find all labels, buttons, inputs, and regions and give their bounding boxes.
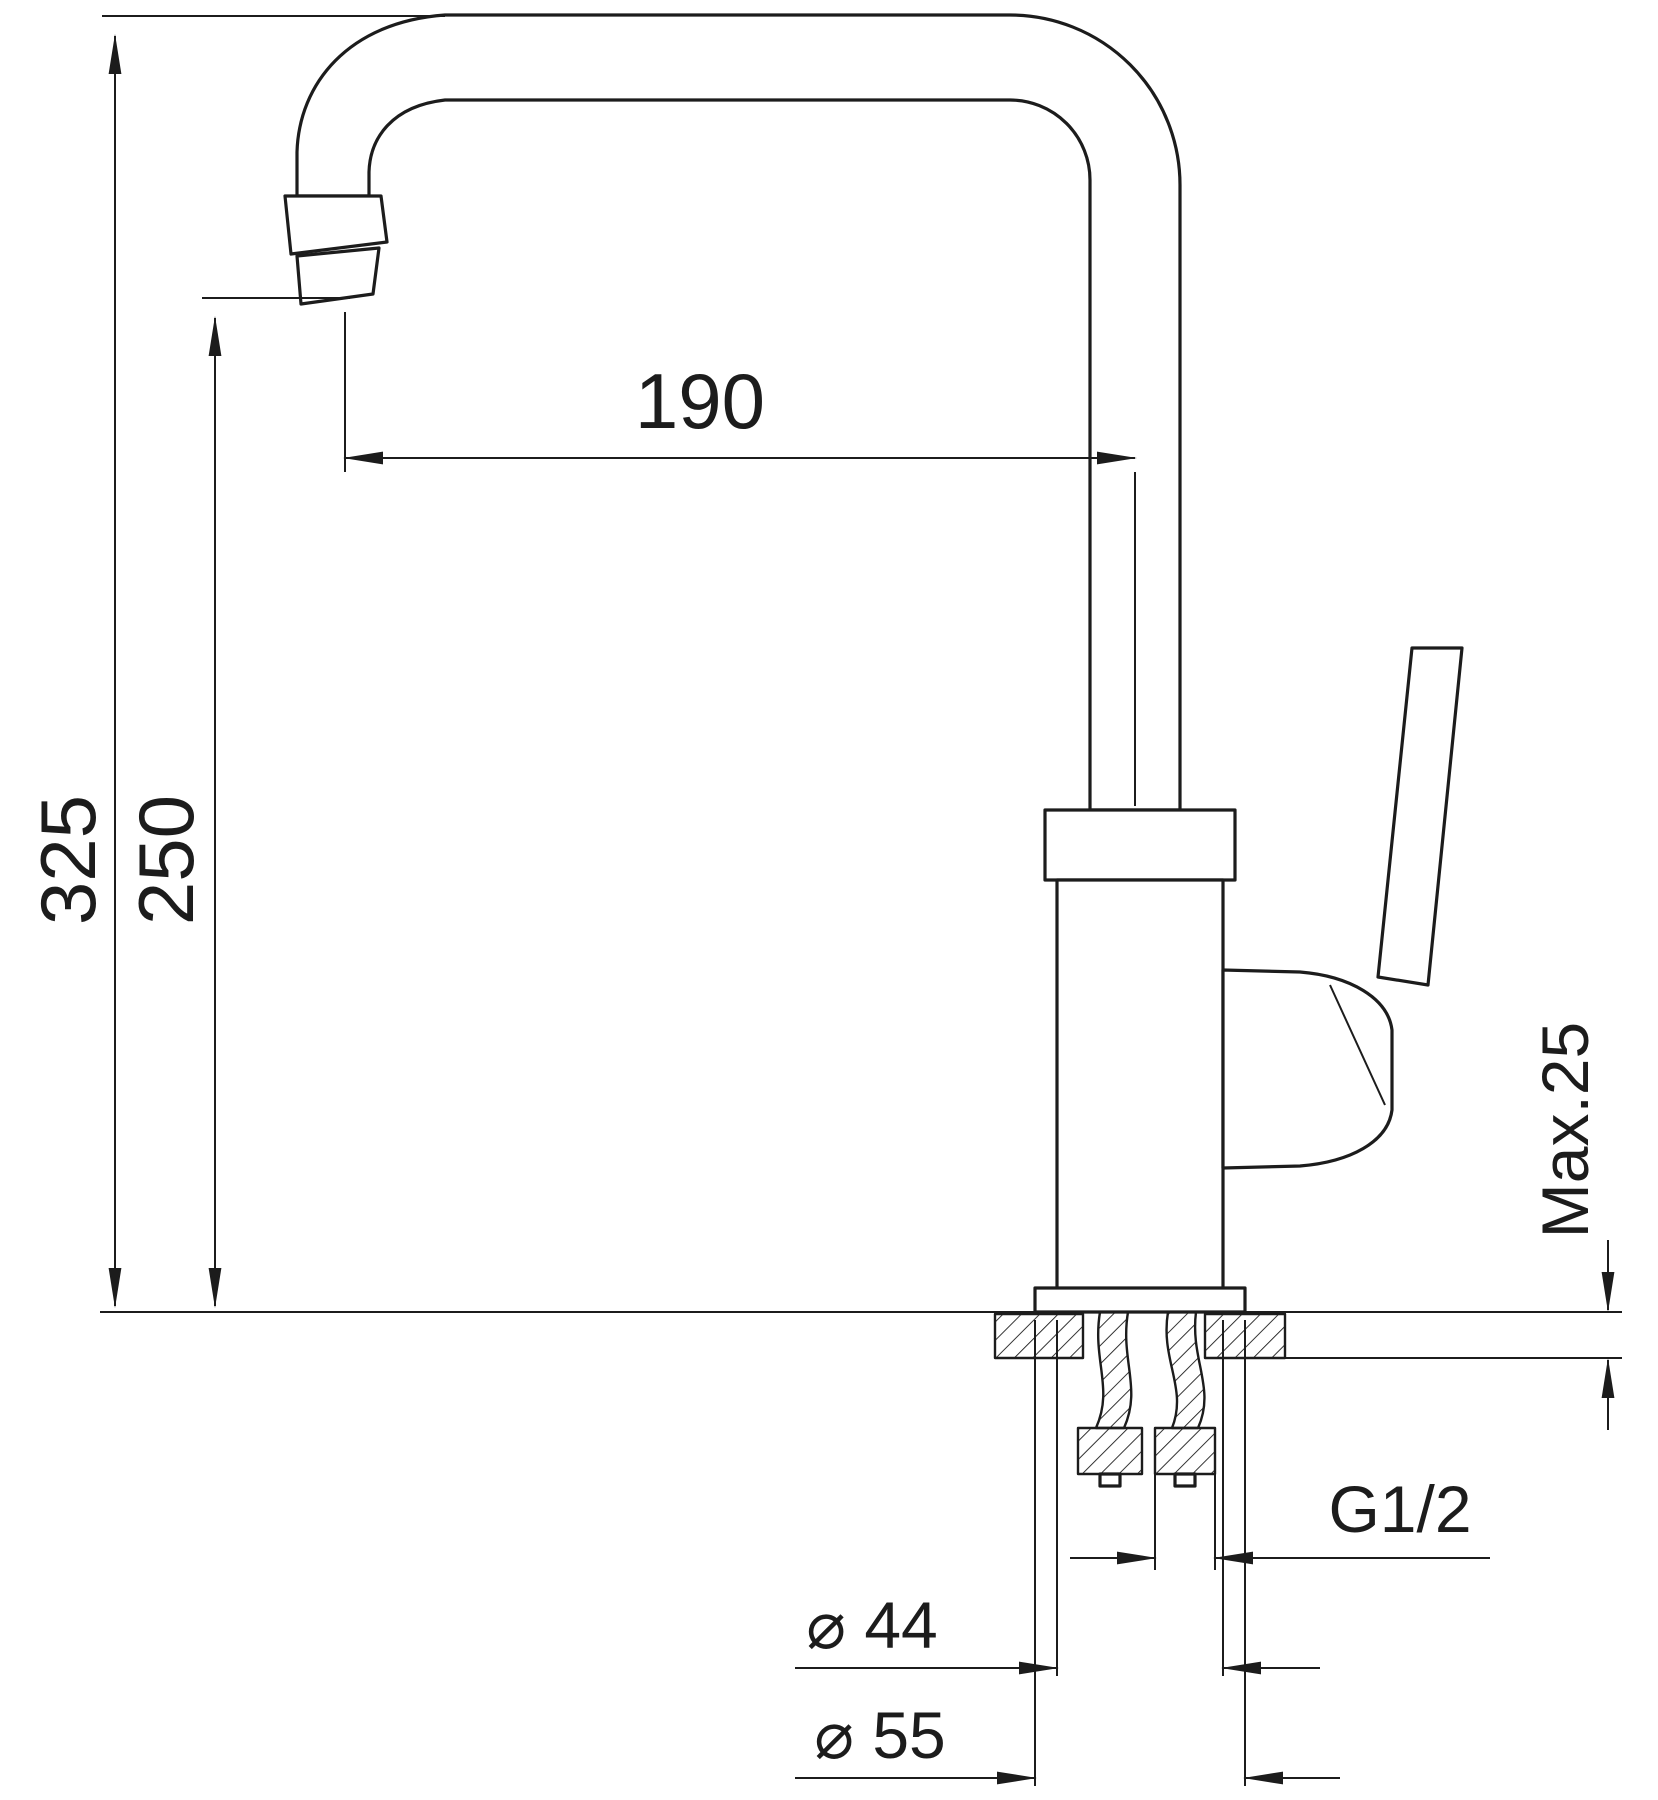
dimension-body-diameter: ⌀ 44 [795,1320,1320,1676]
dimension-label-spout-height: 250 [122,795,210,925]
hose-nipple-right [1173,1472,1197,1488]
handle-joint [1221,968,1394,1170]
handle-lever [1376,646,1464,987]
supply-hose-left [1094,1310,1133,1430]
countertop-hatch-left [993,1312,1085,1360]
dimension-label-total-height: 325 [24,795,112,925]
base-flange [1033,1286,1247,1314]
spout-and-riser-pipe [295,13,1182,812]
spout-nozzle [283,194,389,256]
faucet-outline [283,13,1464,1314]
hose-connector-right [1153,1426,1217,1476]
hose-connector-left [1076,1426,1144,1476]
supply-hose-right [1165,1310,1206,1430]
dimension-label-deck-thickness: Max.25 [1528,1022,1602,1238]
dimension-thread: G1/2 [1070,1435,1490,1570]
dimension-spout-height: 250 [122,297,350,1308]
dimension-spout-reach: 190 [343,312,1137,806]
dimension-label-thread: G1/2 [1328,1472,1471,1546]
faucet-body [1055,878,1225,1292]
handle-joint-seam [1329,984,1386,1106]
dimension-label-body-diameter: ⌀ 44 [806,1588,937,1662]
body-top-ring [1043,808,1237,882]
supply-hoses [1076,1310,1217,1488]
dimension-deck-thickness: Max.25 [1528,1022,1615,1430]
dimension-label-base-diameter: ⌀ 55 [814,1698,945,1772]
dimension-base-diameter: ⌀ 55 [795,1320,1340,1786]
hose-nipple-left [1098,1472,1122,1488]
dimension-label-spout-reach: 190 [635,357,765,445]
spout-aerator [295,246,381,306]
dimension-total-height: 325 [24,15,445,1308]
countertop-section [100,1311,1622,1360]
